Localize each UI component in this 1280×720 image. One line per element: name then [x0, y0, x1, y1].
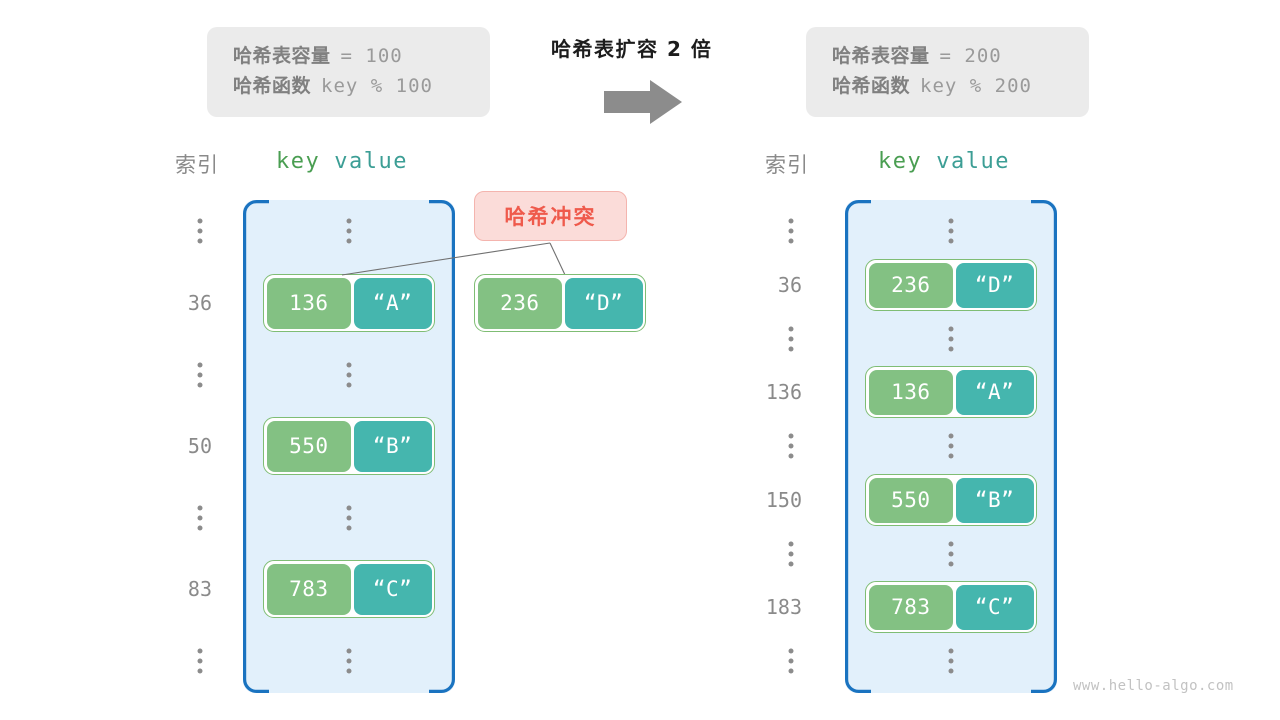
- after-cell-ellipsis-1: [948, 326, 954, 352]
- before-kv-caption: key value: [276, 149, 408, 174]
- after-entry-136-key: 136: [868, 369, 954, 415]
- after-index-ellipsis-4: [788, 648, 794, 674]
- after-entry-136: 136 “A”: [865, 366, 1037, 418]
- before-table-bracket: [243, 200, 455, 693]
- after-entry-236-value: “D”: [955, 262, 1034, 308]
- after-cell-ellipsis-2: [948, 433, 954, 459]
- after-entry-136-value: “A”: [955, 369, 1034, 415]
- before-entry-550-key: 550: [266, 420, 352, 472]
- collision-badge-label: 哈希冲突: [504, 205, 597, 229]
- before-entry-783: 783 “C”: [263, 560, 435, 618]
- before-index-caption: 索引: [175, 153, 219, 177]
- before-key-caption: key: [276, 149, 321, 174]
- before-capacity-line: 哈希表容量 = 100: [233, 41, 464, 71]
- after-index-ellipsis-2: [788, 433, 794, 459]
- collision-entry-236: 236 “D”: [474, 274, 646, 332]
- before-info-box: 哈希表容量 = 100 哈希函数 key % 100: [207, 27, 490, 117]
- right-arrow-icon: [604, 80, 682, 124]
- watermark: www.hello-algo.com: [1073, 678, 1234, 694]
- after-index-ellipsis-3: [788, 541, 794, 567]
- before-entry-783-value: “C”: [353, 563, 432, 615]
- after-index-label-150: 150: [765, 488, 802, 512]
- before-entry-783-key: 783: [266, 563, 352, 615]
- after-kv-caption: key value: [878, 149, 1010, 174]
- after-cell-ellipsis-0: [948, 218, 954, 244]
- after-index-ellipsis-1: [788, 326, 794, 352]
- before-index-label-83: 83: [187, 577, 212, 601]
- after-index-caption: 索引: [765, 153, 809, 177]
- before-value-caption: value: [334, 149, 408, 174]
- collision-badge: 哈希冲突: [474, 191, 627, 241]
- before-entry-550-value: “B”: [353, 420, 432, 472]
- after-value-caption: value: [936, 149, 1010, 174]
- collision-entry-236-value: “D”: [564, 277, 643, 329]
- before-entry-136-value: “A”: [353, 277, 432, 329]
- after-function-line: 哈希函数 key % 200: [832, 71, 1063, 101]
- after-table-bracket: [845, 200, 1057, 693]
- before-index-label-50: 50: [187, 434, 212, 458]
- after-entry-236-key: 236: [868, 262, 954, 308]
- after-function-expr: key % 200: [920, 75, 1032, 98]
- before-index-ellipsis-1: [197, 362, 203, 388]
- after-cell-ellipsis-4: [948, 648, 954, 674]
- after-index-label-36: 36: [777, 273, 802, 297]
- before-entry-136-key: 136: [266, 277, 352, 329]
- before-capacity-label: 哈希表容量: [233, 45, 331, 67]
- after-capacity-label: 哈希表容量: [832, 45, 930, 67]
- before-function-label: 哈希函数: [233, 75, 312, 98]
- after-entry-783-key: 783: [868, 584, 954, 630]
- after-entry-783-value: “C”: [955, 584, 1034, 630]
- after-entry-550-value: “B”: [955, 477, 1034, 523]
- after-cell-ellipsis-3: [948, 541, 954, 567]
- before-entry-136: 136 “A”: [263, 274, 435, 332]
- before-cell-ellipsis-0: [346, 218, 352, 244]
- after-index-label-183: 183: [765, 595, 802, 619]
- after-capacity-line: 哈希表容量 = 200: [832, 41, 1063, 71]
- before-index-label-36: 36: [187, 291, 212, 315]
- before-index-ellipsis-0: [197, 218, 203, 244]
- after-entry-550: 550 “B”: [865, 474, 1037, 526]
- before-capacity-expr: = 100: [340, 45, 403, 67]
- after-info-box: 哈希表容量 = 200 哈希函数 key % 200: [806, 27, 1089, 117]
- collision-entry-236-key: 236: [477, 277, 563, 329]
- before-index-ellipsis-2: [197, 505, 203, 531]
- diagram-title: 哈希表扩容 2 倍: [551, 37, 713, 61]
- after-function-label: 哈希函数: [832, 75, 911, 98]
- before-cell-ellipsis-3: [346, 648, 352, 674]
- before-function-line: 哈希函数 key % 100: [233, 71, 464, 101]
- after-capacity-expr: = 200: [939, 45, 1002, 67]
- after-entry-550-key: 550: [868, 477, 954, 523]
- before-cell-ellipsis-1: [346, 362, 352, 388]
- before-index-ellipsis-3: [197, 648, 203, 674]
- after-index-label-136: 136: [765, 380, 802, 404]
- after-key-caption: key: [878, 149, 923, 174]
- after-index-ellipsis-0: [788, 218, 794, 244]
- before-cell-ellipsis-2: [346, 505, 352, 531]
- after-entry-783: 783 “C”: [865, 581, 1037, 633]
- before-entry-550: 550 “B”: [263, 417, 435, 475]
- before-function-expr: key % 100: [321, 75, 433, 98]
- after-entry-236: 236 “D”: [865, 259, 1037, 311]
